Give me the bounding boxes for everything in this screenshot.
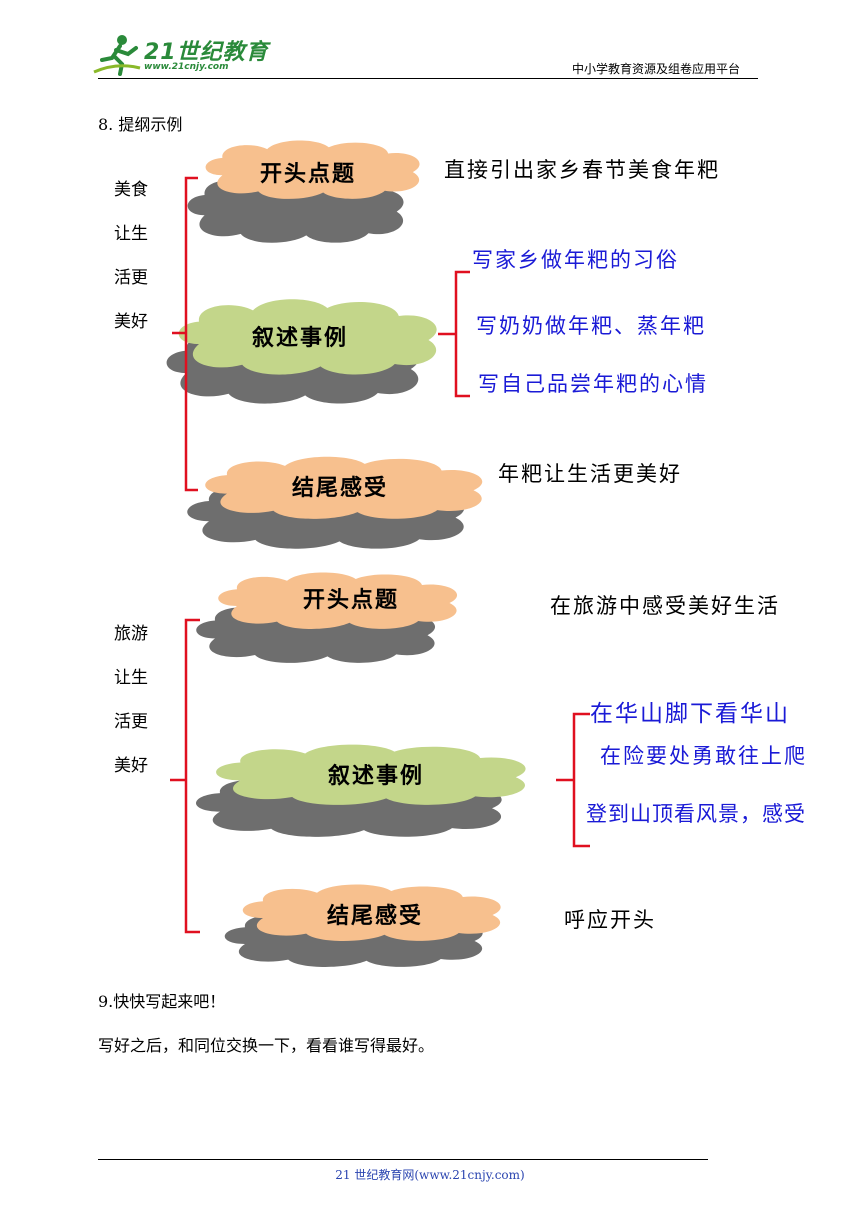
topic-line: 活更: [114, 268, 148, 288]
topic-line: 让生: [114, 668, 148, 688]
outline1-body-label: 叙述事例: [251, 325, 348, 351]
examples-bracket-2: [556, 712, 590, 848]
outline1-opening-text: 直接引出家乡春节美食年粑: [444, 158, 720, 182]
topic-line: 美好: [114, 756, 148, 776]
outline1-opening-label: 开头点题: [259, 161, 356, 187]
outline2-example-1: 在华山脚下看华山: [590, 701, 790, 727]
logo-url: www.21cnjy.com: [144, 62, 229, 72]
header-divider: [98, 78, 758, 79]
outline2-body-label: 叙述事例: [327, 763, 424, 789]
outline1-example-2: 写奶奶做年粑、蒸年粑: [476, 314, 706, 338]
outline2-opening-label: 开头点题: [302, 587, 399, 613]
outline2-example-3: 登到山顶看风景，感受: [586, 802, 806, 826]
section-8-heading: 8. 提纲示例: [98, 115, 183, 134]
outline1-ending-text: 年粑让生活更美好: [498, 462, 682, 486]
topic-line: 旅游: [114, 624, 148, 644]
topic-line: 让生: [114, 224, 148, 244]
outline2-topic: 旅游 让生 活更 美好: [114, 612, 154, 788]
section-9-text: 写好之后，和同位交换一下，看看谁写得最好。: [98, 1036, 435, 1055]
outline1-example-3: 写自己品尝年粑的心情: [478, 372, 708, 396]
site-logo: 21世纪教育 www.21cnjy.com: [92, 32, 272, 78]
platform-name: 中小学教育资源及组卷应用平台: [572, 62, 741, 76]
outline2-ending-text: 呼应开头: [564, 908, 656, 932]
outline2-example-2: 在险要处勇敢往上爬: [600, 744, 807, 768]
topic-bracket-1: [172, 176, 198, 492]
topic-bracket-2: [170, 618, 200, 934]
topic-line: 美好: [114, 312, 148, 332]
outline1-example-1: 写家乡做年粑的习俗: [472, 248, 679, 272]
topic-line: 美食: [114, 180, 148, 200]
examples-bracket-1: [438, 270, 470, 398]
section-9-heading: 9.快快写起来吧！: [98, 992, 226, 1011]
outline1-topic: 美食 让生 活更 美好: [114, 168, 154, 344]
outline2-opening-text: 在旅游中感受美好生活: [550, 594, 780, 618]
footer-text: 21 世纪教育网(www.21cnjy.com): [335, 1168, 525, 1182]
topic-line: 活更: [114, 712, 148, 732]
outline2-ending-label: 结尾感受: [326, 903, 423, 929]
runner-logo-icon: [93, 35, 141, 76]
footer-divider: [98, 1159, 708, 1160]
logo-title: 21世纪教育: [144, 40, 269, 65]
outline1-ending-label: 结尾感受: [291, 475, 388, 501]
